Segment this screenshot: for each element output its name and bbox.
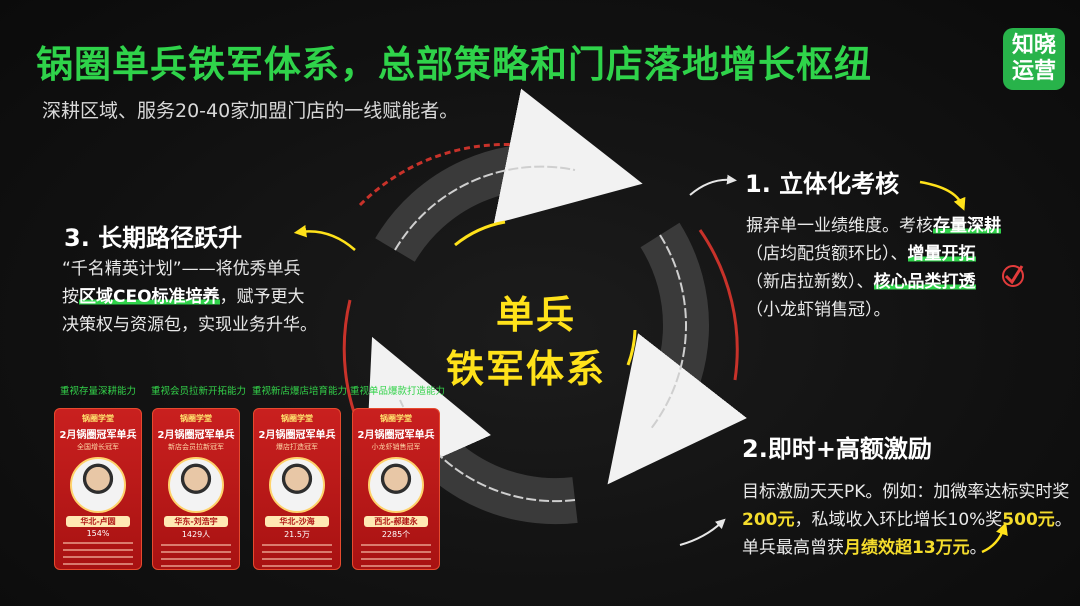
card-2-number: 1429人 xyxy=(181,530,211,539)
ring-outline-2 xyxy=(649,234,688,431)
card-1-name: 华北-卢圆 xyxy=(66,516,130,527)
champion-card-1: 锅圈学堂 2月锅圈冠军单兵 全国增长冠军 华北-卢圆 154% xyxy=(54,408,142,570)
brand-logo: 知晓 运营 xyxy=(1003,28,1065,90)
card-3-head: 锅圈学堂 xyxy=(281,414,313,423)
card-2-avatar xyxy=(168,457,224,513)
section-2-line-3: 单兵最高曾获月绩效超13万元。 xyxy=(742,534,1072,562)
card-3-title: 2月锅圈冠军单兵 xyxy=(258,430,336,441)
section-3-title: 3. 长期路径跃升 xyxy=(64,224,243,252)
card-3-sub: 爆店打造冠军 xyxy=(276,443,318,451)
slide-subtitle: 深耕区域、服务20-40家加盟门店的一线赋能者。 xyxy=(42,100,459,122)
card-1-sub: 全国增长冠军 xyxy=(77,443,119,451)
card-4-avatar xyxy=(368,457,424,513)
section-3-body: “千名精英计划”——将优秀单兵 按区域CEO标准培养，赋予更大 决策权与资源包，… xyxy=(62,255,317,339)
section-2-body: 目标激励天天PK。例如：加微率达标实时奖 200元，私域收入环比增长10%奖50… xyxy=(742,478,1072,562)
section-2-title: 2.即时+高额激励 xyxy=(742,435,932,463)
section-2-line-2-end: 。 xyxy=(1054,510,1072,530)
card-1-avatar xyxy=(70,457,126,513)
section-2-amount-500: 500元 xyxy=(1002,510,1055,530)
card-3-number: 21.5万 xyxy=(284,530,310,539)
arrow-to-section-3 xyxy=(293,224,356,251)
card-4-title: 2月锅圈冠军单兵 xyxy=(357,430,435,441)
section-2-line-2: 200元，私域收入环比增长10%奖500元。 xyxy=(742,506,1072,534)
champion-card-2: 锅圈学堂 2月锅圈冠军单兵 新店会员拉新冠军 华东-刘浩宇 1429人 xyxy=(152,408,240,570)
section-2-line-3-text: 单兵最高曾获 xyxy=(742,538,844,558)
ring-segment-1 xyxy=(375,88,643,263)
card-2-details xyxy=(161,544,231,569)
card-1-tag: 重视存量深耕能力 xyxy=(60,386,137,397)
yellow-accent-2 xyxy=(626,329,637,366)
arrow-to-section-1 xyxy=(689,174,737,196)
section-3-line-2-text: 按 xyxy=(62,287,79,307)
section-2-line-1: 目标激励天天PK。例如：加微率达标实时奖 xyxy=(742,482,1070,502)
section-3-line-1: “千名精英计划”——将优秀单兵 xyxy=(62,259,301,279)
logo-line-1: 知晓 xyxy=(1011,33,1056,58)
section-1-line-1-text: 摒弃单一业绩维度。考核 xyxy=(746,216,933,236)
section-1-line-4-text: （小龙虾销售冠）。 xyxy=(746,300,891,320)
card-3-avatar xyxy=(269,457,325,513)
card-4-sub: 小龙虾销售冠军 xyxy=(371,443,421,451)
section-1-line-1-highlight: 存量深耕 xyxy=(933,216,1001,236)
card-2-head: 锅圈学堂 xyxy=(180,414,212,423)
card-4-details xyxy=(361,544,431,569)
section-1-line-2-highlight: 增量开拓 xyxy=(907,244,976,264)
card-4-tag: 重视单品爆款打造能力 xyxy=(350,386,446,397)
card-1-number: 154% xyxy=(86,529,110,538)
center-label-line-2: 铁军体系 xyxy=(446,347,607,391)
champion-card-3: 锅圈学堂 2月锅圈冠军单兵 爆店打造冠军 华北-沙海 21.5万 xyxy=(253,408,341,570)
yellow-accent-1 xyxy=(454,220,506,247)
section-2-line-2-text: ，私域收入环比增长10%奖 xyxy=(794,510,1003,530)
card-2-title: 2月锅圈冠军单兵 xyxy=(157,430,235,441)
ring-outline-1 xyxy=(394,165,576,251)
card-4-number: 2285个 xyxy=(381,530,411,539)
section-2-top-performance: 月绩效超13万元 xyxy=(844,538,970,558)
section-3-line-3: 决策权与资源包，实现业务升华。 xyxy=(62,315,317,335)
slide-title: 锅圈单兵铁军体系，总部策略和门店落地增长枢纽 xyxy=(36,43,872,86)
section-2-line-3-end: 。 xyxy=(969,538,987,558)
card-2-sub: 新店会员拉新冠军 xyxy=(168,443,224,451)
section-1-title: 1. 立体化考核 xyxy=(745,170,900,198)
section-1-body: 摒弃单一业绩维度。考核存量深耕 （店均配货额环比）、增量开拓 （新店拉新数）、核… xyxy=(746,212,1001,324)
arrow-section-2-tail xyxy=(981,522,1008,554)
logo-line-2: 运营 xyxy=(1011,59,1056,84)
section-3-line-2: 按区域CEO标准培养，赋予更大 xyxy=(62,283,317,311)
card-4-head: 锅圈学堂 xyxy=(380,414,412,423)
section-1-line-2-text: （店均配货额环比）、 xyxy=(746,244,908,264)
arrow-to-section-2 xyxy=(679,518,726,546)
card-3-details xyxy=(262,544,332,569)
arrow-section-1-to-text xyxy=(919,180,966,211)
section-1-line-1: 摒弃单一业绩维度。考核存量深耕 xyxy=(746,212,1001,240)
card-4-name: 西北-郝建永 xyxy=(364,516,428,527)
center-label-line-1: 单兵 xyxy=(496,293,577,337)
section-1-line-2: （店均配货额环比）、增量开拓 xyxy=(746,240,1001,268)
section-1-line-3-text: （新店拉新数）、 xyxy=(746,272,874,292)
section-3-highlight: 区域CEO标准培养 xyxy=(79,287,220,307)
card-3-name: 华北-沙海 xyxy=(265,516,329,527)
section-1-line-3-highlight: 核心品类打透 xyxy=(873,272,976,292)
card-2-tag: 重视会员拉新开拓能力 xyxy=(151,386,247,397)
section-3-line-2-end: ，赋予更大 xyxy=(219,287,305,307)
card-3-tag: 重视新店爆店培育能力 xyxy=(252,386,348,397)
section-2-amount-200: 200元 xyxy=(742,510,795,530)
champion-card-4: 锅圈学堂 2月锅圈冠军单兵 小龙虾销售冠军 西北-郝建永 2285个 xyxy=(352,408,440,570)
section-1-line-3: （新店拉新数）、核心品类打透 xyxy=(746,268,1001,296)
check-circle xyxy=(1002,265,1024,287)
card-2-name: 华东-刘浩宇 xyxy=(164,516,228,527)
check-mark xyxy=(1004,265,1024,285)
card-1-details xyxy=(63,542,133,568)
card-1-title: 2月锅圈冠军单兵 xyxy=(59,430,137,441)
card-1-head: 锅圈学堂 xyxy=(82,414,114,423)
section-1-line-4: （小龙虾销售冠）。 xyxy=(746,296,1001,324)
